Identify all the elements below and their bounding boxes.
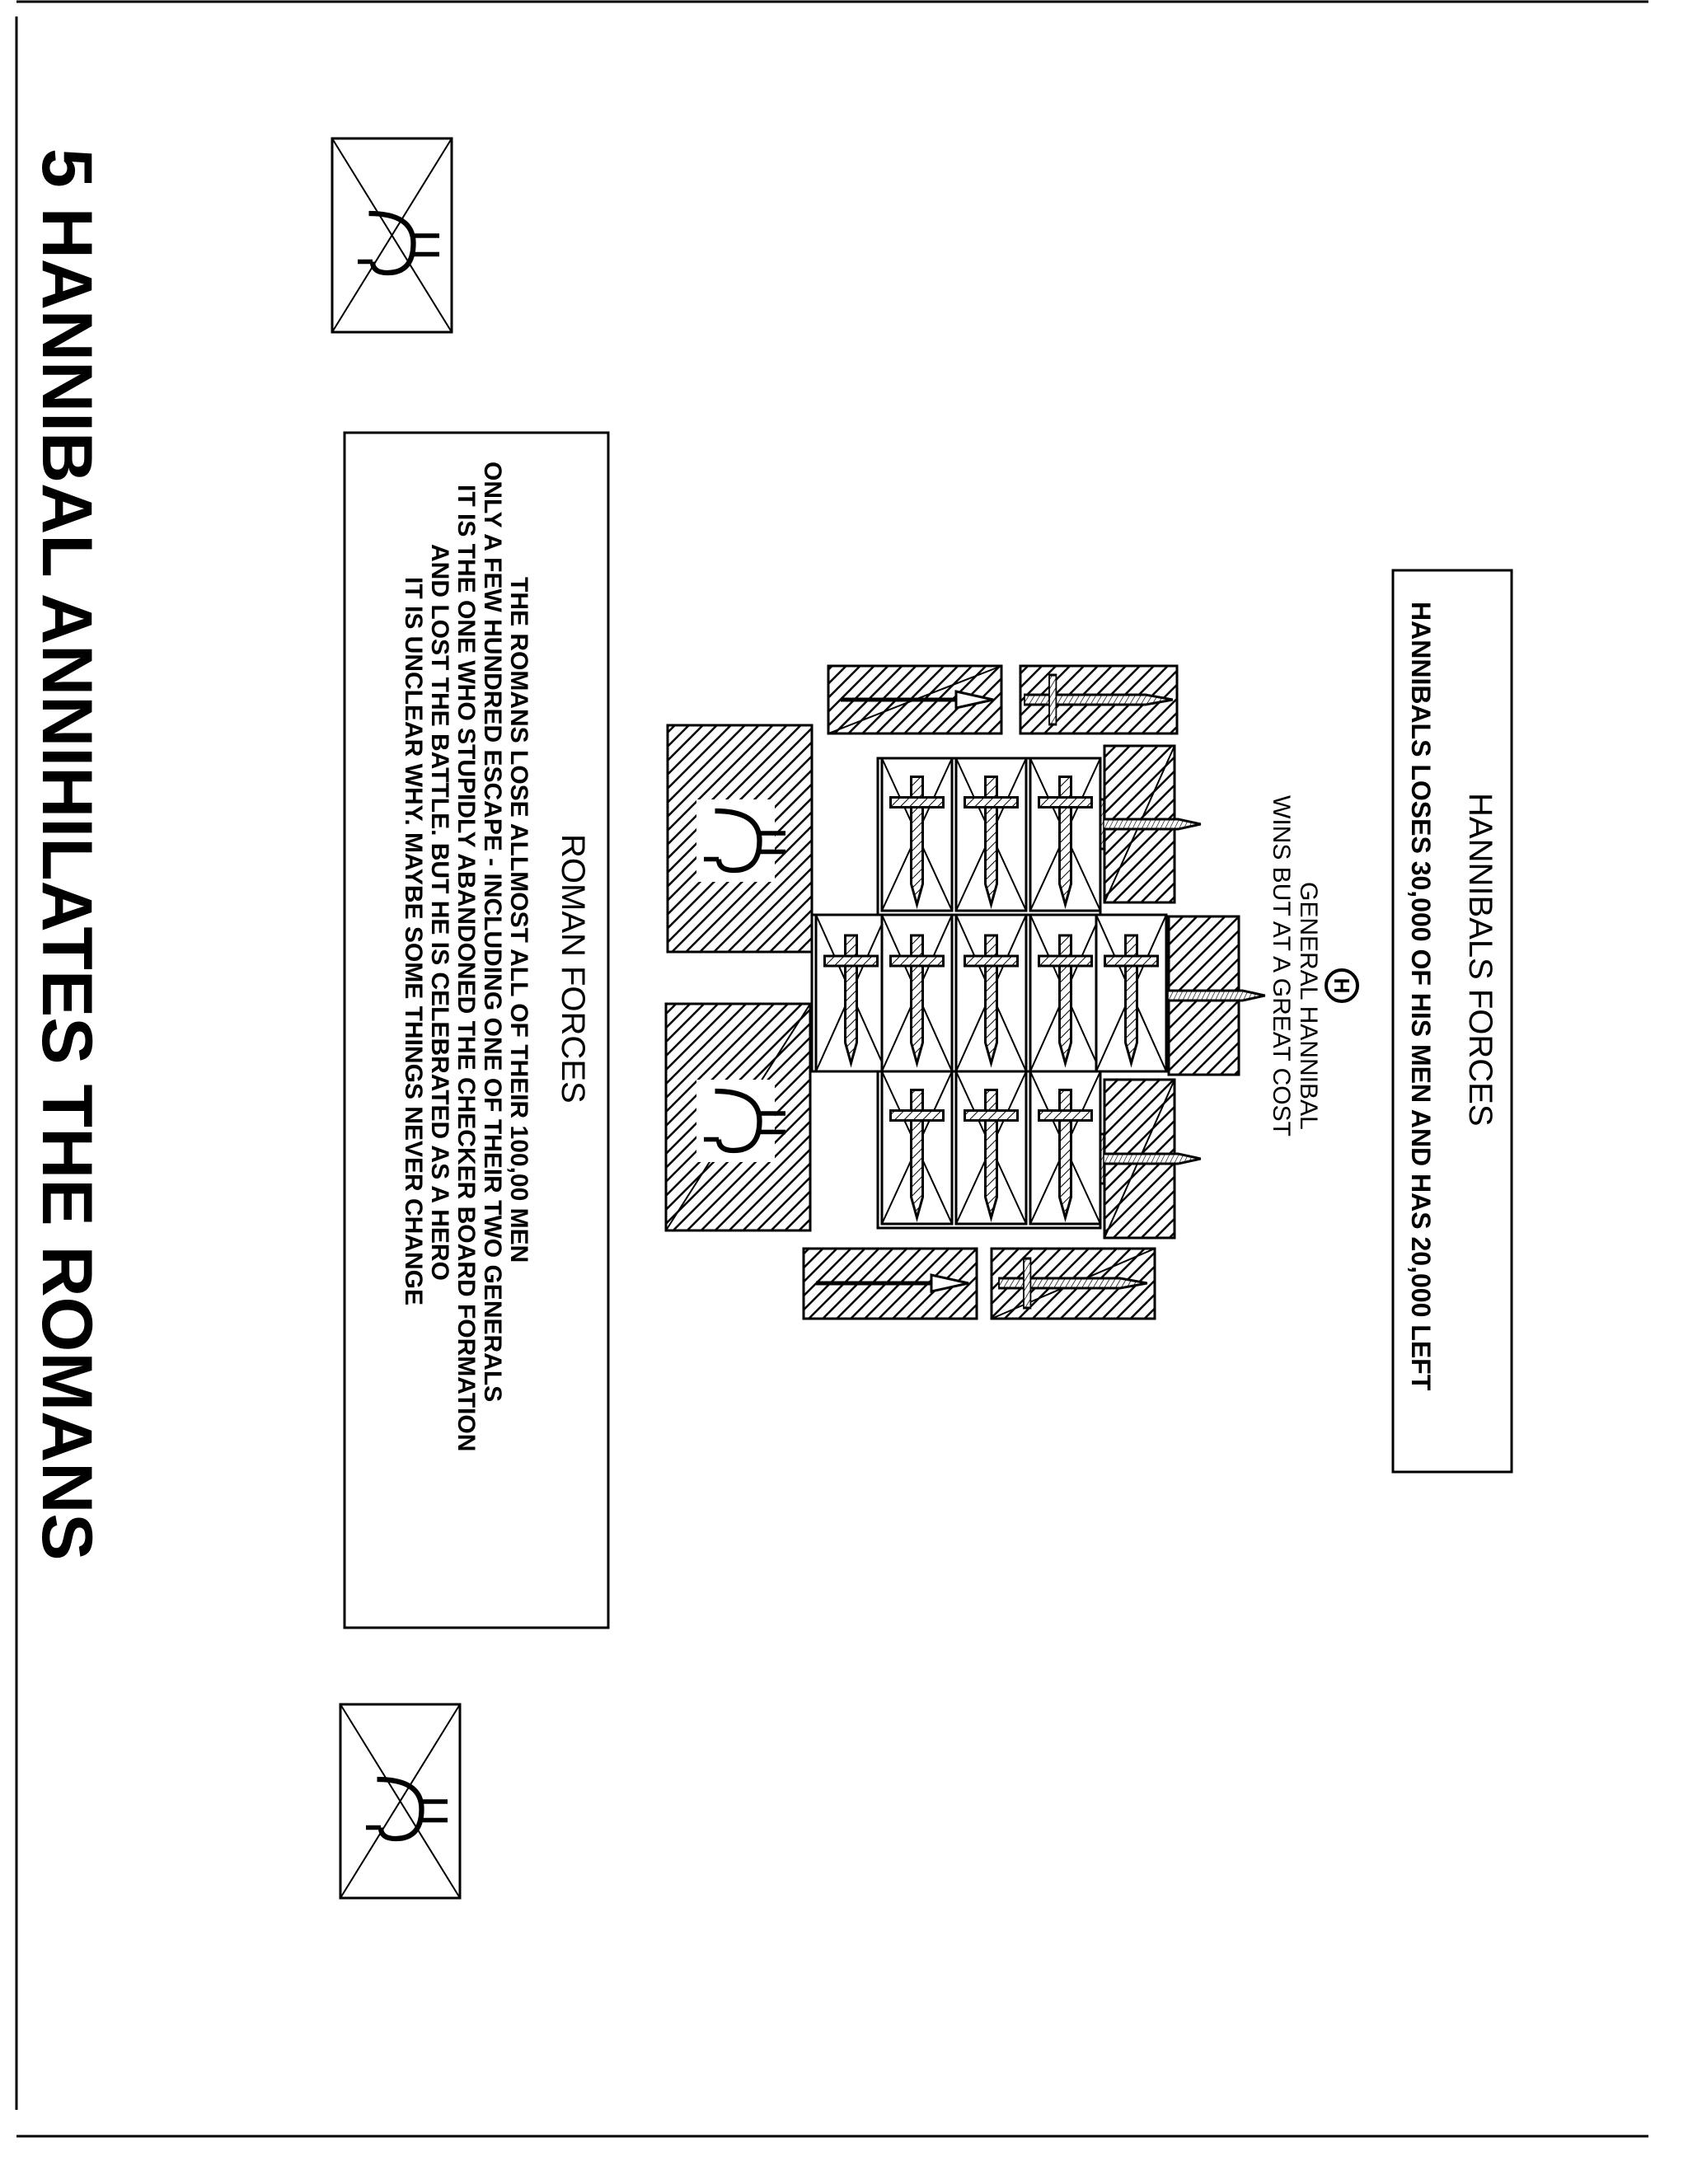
general-note: WINS BUT AT A GREAT COST	[1268, 795, 1295, 1137]
carthaginian-cavalry-left	[668, 725, 812, 952]
roman-infantry-unit	[1030, 1071, 1100, 1224]
roman-infantry-unit	[956, 915, 1026, 1071]
roman-line-3: IT IS THE ONE WHO STUPIDLY ABANDONED THE…	[452, 485, 480, 1451]
roman-infantry-unit	[1030, 915, 1100, 1071]
roman-line-5: IT IS UNCLEAR WHY. MAYBE SOME THINGS NEV…	[400, 577, 427, 1305]
roman-infantry-unit	[1096, 915, 1166, 1071]
sword-unit-bottom	[992, 1249, 1155, 1319]
roman-cavalry-unit-bottom	[340, 1704, 460, 1898]
general-marker-letter: H	[1329, 978, 1354, 994]
sword-unit-top	[1020, 666, 1177, 733]
roman-infantry-unit	[956, 1071, 1026, 1224]
roman-infantry-unit	[882, 915, 952, 1071]
roman-infantry-unit	[882, 1071, 952, 1224]
hannibal-losses-text: HANNIBALS LOSES 30,000 OF HIS MEN AND HA…	[1406, 602, 1436, 1391]
roman-infantry-unit	[816, 915, 886, 1071]
roman-heading: ROMAN FORCES	[555, 834, 591, 1104]
hannibal-heading: HANNIBALS FORCES	[1462, 793, 1498, 1127]
roman-line-2: ONLY A FEW HUNDRED ESCAPE - INCLUDING ON…	[479, 462, 506, 1402]
spear-unit-top	[828, 666, 1001, 733]
general-name: GENERAL HANNIBAL	[1295, 882, 1322, 1130]
spear-unit-bottom	[804, 1249, 977, 1319]
roman-infantry-unit	[882, 758, 952, 911]
roman-line-1: THE ROMANS LOSE ALLMOST ALL OF THEIR 100…	[505, 577, 532, 1263]
roman-infantry-unit	[956, 758, 1026, 911]
carthaginian-cavalry-right	[666, 1004, 810, 1230]
roman-line-4: AND LOST THE BATTLE. BUT HE IS CELEBRATE…	[426, 544, 453, 1281]
roman-infantry-unit	[1030, 758, 1100, 911]
page-title: 5 HANNIBAL ANNIHILATES THE ROMANS	[27, 148, 106, 1561]
roman-cavalry-unit-top	[332, 138, 452, 332]
